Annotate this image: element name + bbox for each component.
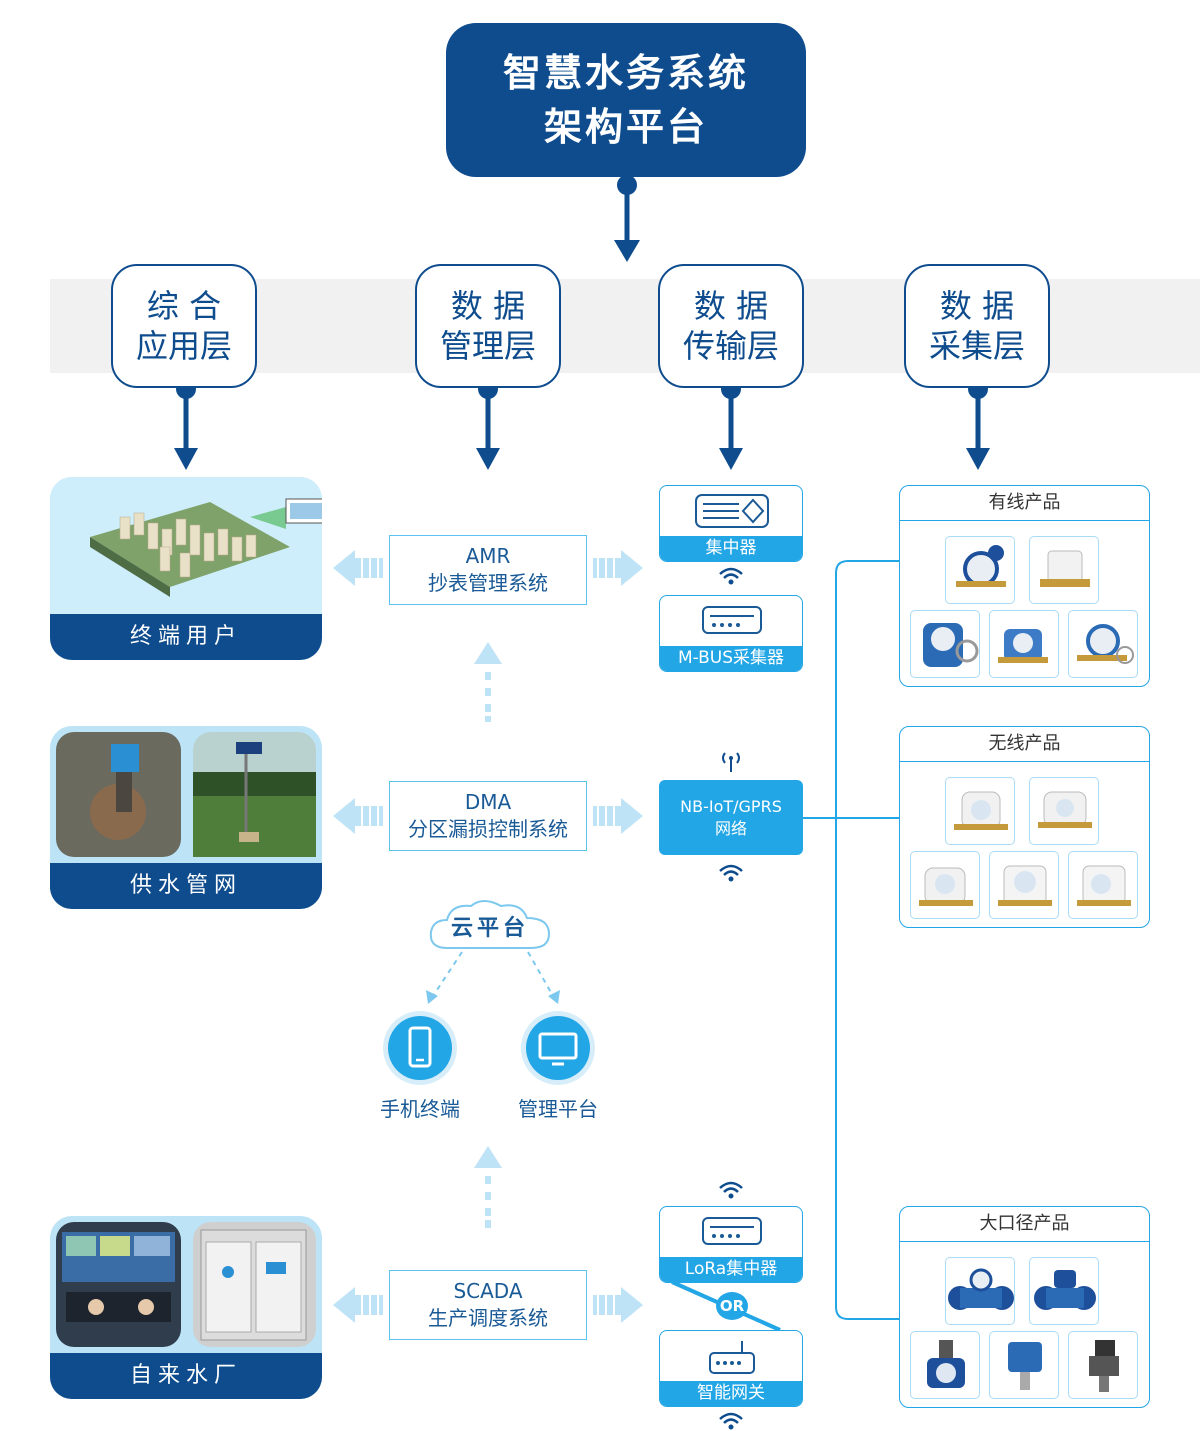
device-concentrator-label: 集中器 <box>660 536 802 561</box>
main-title: 智慧水务系统 架构平台 <box>446 23 806 177</box>
device-smart-gateway: 智能网关 <box>659 1330 803 1407</box>
wireless-meter-image <box>910 851 980 919</box>
water-meter-image <box>1068 610 1138 678</box>
water-meter-image <box>945 536 1015 604</box>
wifi-icon <box>719 864 743 882</box>
system-amr-line1: AMR <box>465 544 511 568</box>
layer-data-collection-line2: 采集层 <box>928 327 1025 365</box>
wireless-meter-image <box>1029 777 1099 845</box>
monitor-icon <box>538 1032 578 1066</box>
layer-application-line1: 综 合 <box>146 287 222 325</box>
layer-application-line2: 应用层 <box>135 327 232 365</box>
water-meter-image <box>1029 536 1099 604</box>
gateway-icon <box>709 1341 755 1374</box>
layer-application: 综 合 应用层 <box>111 264 257 388</box>
layer-data-collection-line1: 数 据 <box>939 287 1015 325</box>
water-meter-image <box>910 610 980 678</box>
panel-water-plant-caption: 自来水厂 <box>50 1353 322 1399</box>
large-meter-image <box>1029 1257 1099 1325</box>
phone-icon <box>408 1026 432 1068</box>
wireless-meter-image <box>989 851 1059 919</box>
device-smart-gateway-label: 智能网关 <box>660 1381 802 1406</box>
device-concentrator: 集中器 <box>659 485 803 562</box>
product-group-wireless-title: 无线产品 <box>900 727 1149 762</box>
network-box: NB-IoT/GPRS 网络 <box>659 780 803 855</box>
layer-data-transmission: 数 据 传输层 <box>658 264 804 388</box>
cloud-label: 云平台 <box>450 916 529 941</box>
wifi-icon <box>719 1412 743 1430</box>
device-lora-concentrator-label: LoRa集中器 <box>660 1257 802 1282</box>
wifi-icon <box>719 1181 743 1199</box>
panel-water-plant: 自来水厂 <box>50 1216 322 1399</box>
device-mbus-collector-label: M-BUS采集器 <box>660 646 802 671</box>
cloud-icon <box>429 900 551 949</box>
large-meter-image <box>1068 1331 1138 1399</box>
main-title-line2: 架构平台 <box>543 105 708 149</box>
management-platform-button <box>526 1016 590 1080</box>
system-scada-line1: SCADA <box>453 1279 523 1303</box>
mobile-terminal-label: 手机终端 <box>380 1097 460 1121</box>
system-scada: SCADA 生产调度系统 <box>389 1270 587 1340</box>
device-mbus-collector: M-BUS采集器 <box>659 595 803 672</box>
network-line2: 网络 <box>714 818 747 838</box>
antenna-icon <box>722 752 740 772</box>
wireless-meter-image <box>1068 851 1138 919</box>
concentrator-icon <box>695 494 769 528</box>
residential-community-image <box>50 477 322 614</box>
product-group-large-caliber-title: 大口径产品 <box>900 1207 1149 1242</box>
system-dma: DMA 分区漏损控制系统 <box>389 781 587 851</box>
product-group-wired-title: 有线产品 <box>900 486 1149 521</box>
water-network-photos <box>56 732 316 857</box>
management-platform-label: 管理平台 <box>518 1097 598 1121</box>
large-meter-image <box>910 1331 980 1399</box>
lora-concentrator-icon <box>702 1217 762 1245</box>
large-meter-image <box>989 1331 1059 1399</box>
panel-end-user: 终端用户 <box>50 477 322 660</box>
system-scada-line2: 生产调度系统 <box>428 1306 548 1330</box>
layer-data-management-line2: 管理层 <box>439 327 536 365</box>
layer-data-transmission-line1: 数 据 <box>693 287 769 325</box>
panel-water-network: 供水管网 <box>50 726 322 909</box>
water-meter-image <box>989 610 1059 678</box>
layer-data-transmission-line2: 传输层 <box>682 327 779 365</box>
mobile-terminal-button <box>388 1016 452 1080</box>
system-amr: AMR 抄表管理系统 <box>389 535 587 605</box>
main-title-line1: 智慧水务系统 <box>502 51 749 95</box>
system-amr-line2: 抄表管理系统 <box>428 571 548 595</box>
water-plant-photos <box>56 1222 316 1347</box>
layer-data-collection: 数 据 采集层 <box>904 264 1050 388</box>
or-badge: OR <box>716 1292 748 1320</box>
mbus-collector-icon <box>702 606 762 634</box>
network-line1: NB-IoT/GPRS <box>680 796 782 816</box>
wireless-meter-image <box>945 777 1015 845</box>
wifi-icon <box>719 567 743 585</box>
layer-data-management-line1: 数 据 <box>450 287 526 325</box>
layer-data-management: 数 据 管理层 <box>415 264 561 388</box>
device-lora-concentrator: LoRa集中器 <box>659 1206 803 1283</box>
large-meter-image <box>945 1257 1015 1325</box>
system-dma-line1: DMA <box>464 790 512 814</box>
panel-water-network-caption: 供水管网 <box>50 863 322 909</box>
system-dma-line2: 分区漏损控制系统 <box>408 817 568 841</box>
panel-end-user-caption: 终端用户 <box>50 614 322 660</box>
